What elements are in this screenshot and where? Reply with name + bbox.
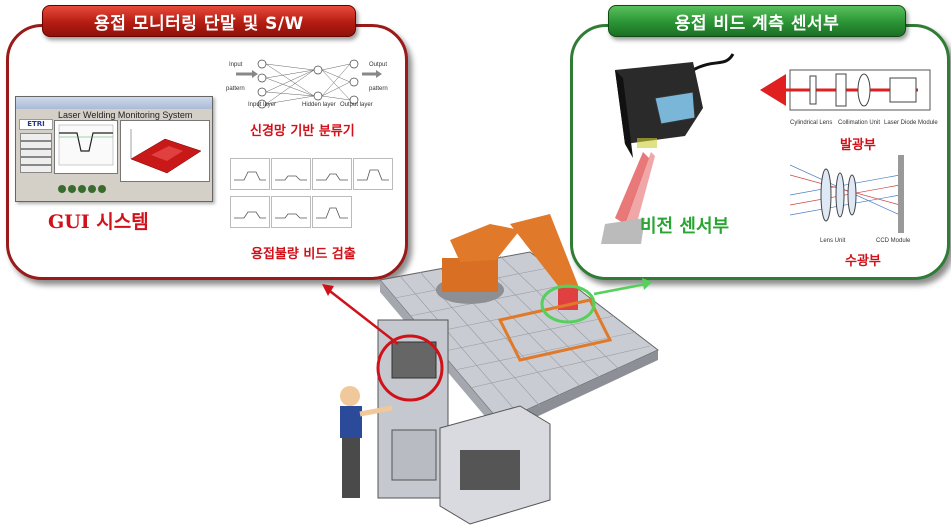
defect-thumbnail <box>271 158 311 190</box>
neural-network-diagram <box>236 59 382 109</box>
gui-system-label: GUI 시스템 <box>48 211 149 233</box>
gui-button <box>20 157 52 165</box>
bead-sensor-banner: 용접 비드 계측 센서부 <box>608 5 906 37</box>
vision-sensor-device <box>601 53 735 244</box>
nn-input-text: Input <box>229 62 243 68</box>
receiver-label: 수광부 <box>845 254 881 269</box>
welding-workcell-illustration <box>322 214 659 525</box>
waveform-plot <box>54 120 118 174</box>
defect-detection-label: 용접불량 비드 검출 <box>251 247 356 262</box>
receiver-optics-diagram <box>790 155 904 233</box>
surface-3d-plot <box>120 120 210 182</box>
vision-sensor-label: 비전 센서부 <box>640 216 730 237</box>
gui-logo: ETRI <box>19 119 53 130</box>
gui-window-title: Laser Welding Monitoring System <box>58 110 193 120</box>
nn-input-pattern-text: pattern <box>226 86 245 92</box>
defect-thumbnail <box>271 196 311 228</box>
laser-module-text: Laser Diode Module <box>884 120 938 126</box>
defect-thumbnail <box>353 158 393 190</box>
defect-profile-lines <box>234 169 389 219</box>
gui-title-bar <box>16 97 212 109</box>
gui-button <box>20 141 52 149</box>
nn-classifier-label: 신경망 기반 분류기 <box>250 124 355 139</box>
nn-hidden-layer-label: Hidden layer <box>302 102 336 108</box>
defect-thumbnail <box>312 196 352 228</box>
gui-button <box>20 165 52 173</box>
emitter-optics-diagram <box>760 69 931 111</box>
nn-output-text: Output <box>369 62 388 68</box>
cylindrical-lens-text: Cylindrical Lens <box>790 120 833 126</box>
defect-thumbnail <box>230 158 270 190</box>
nn-output-pattern-text: pattern <box>369 86 388 92</box>
collimation-unit-text: Collimation Unit <box>838 120 881 126</box>
gui-window-screenshot: Laser Welding Monitoring System ETRI <box>15 96 213 202</box>
status-lights <box>56 179 110 193</box>
nn-input-layer-label: Input layer <box>248 102 277 108</box>
ccd-module-text: CCD Module <box>876 238 911 244</box>
gui-button <box>20 149 52 157</box>
gui-button <box>20 133 52 141</box>
nn-output-layer-label: Output layer <box>340 102 373 108</box>
emitter-label: 발광부 <box>840 138 876 153</box>
monitoring-terminal-banner: 용접 모니터링 단말 및 S/W <box>42 5 356 37</box>
lens-unit-text: Lens Unit <box>820 238 846 244</box>
